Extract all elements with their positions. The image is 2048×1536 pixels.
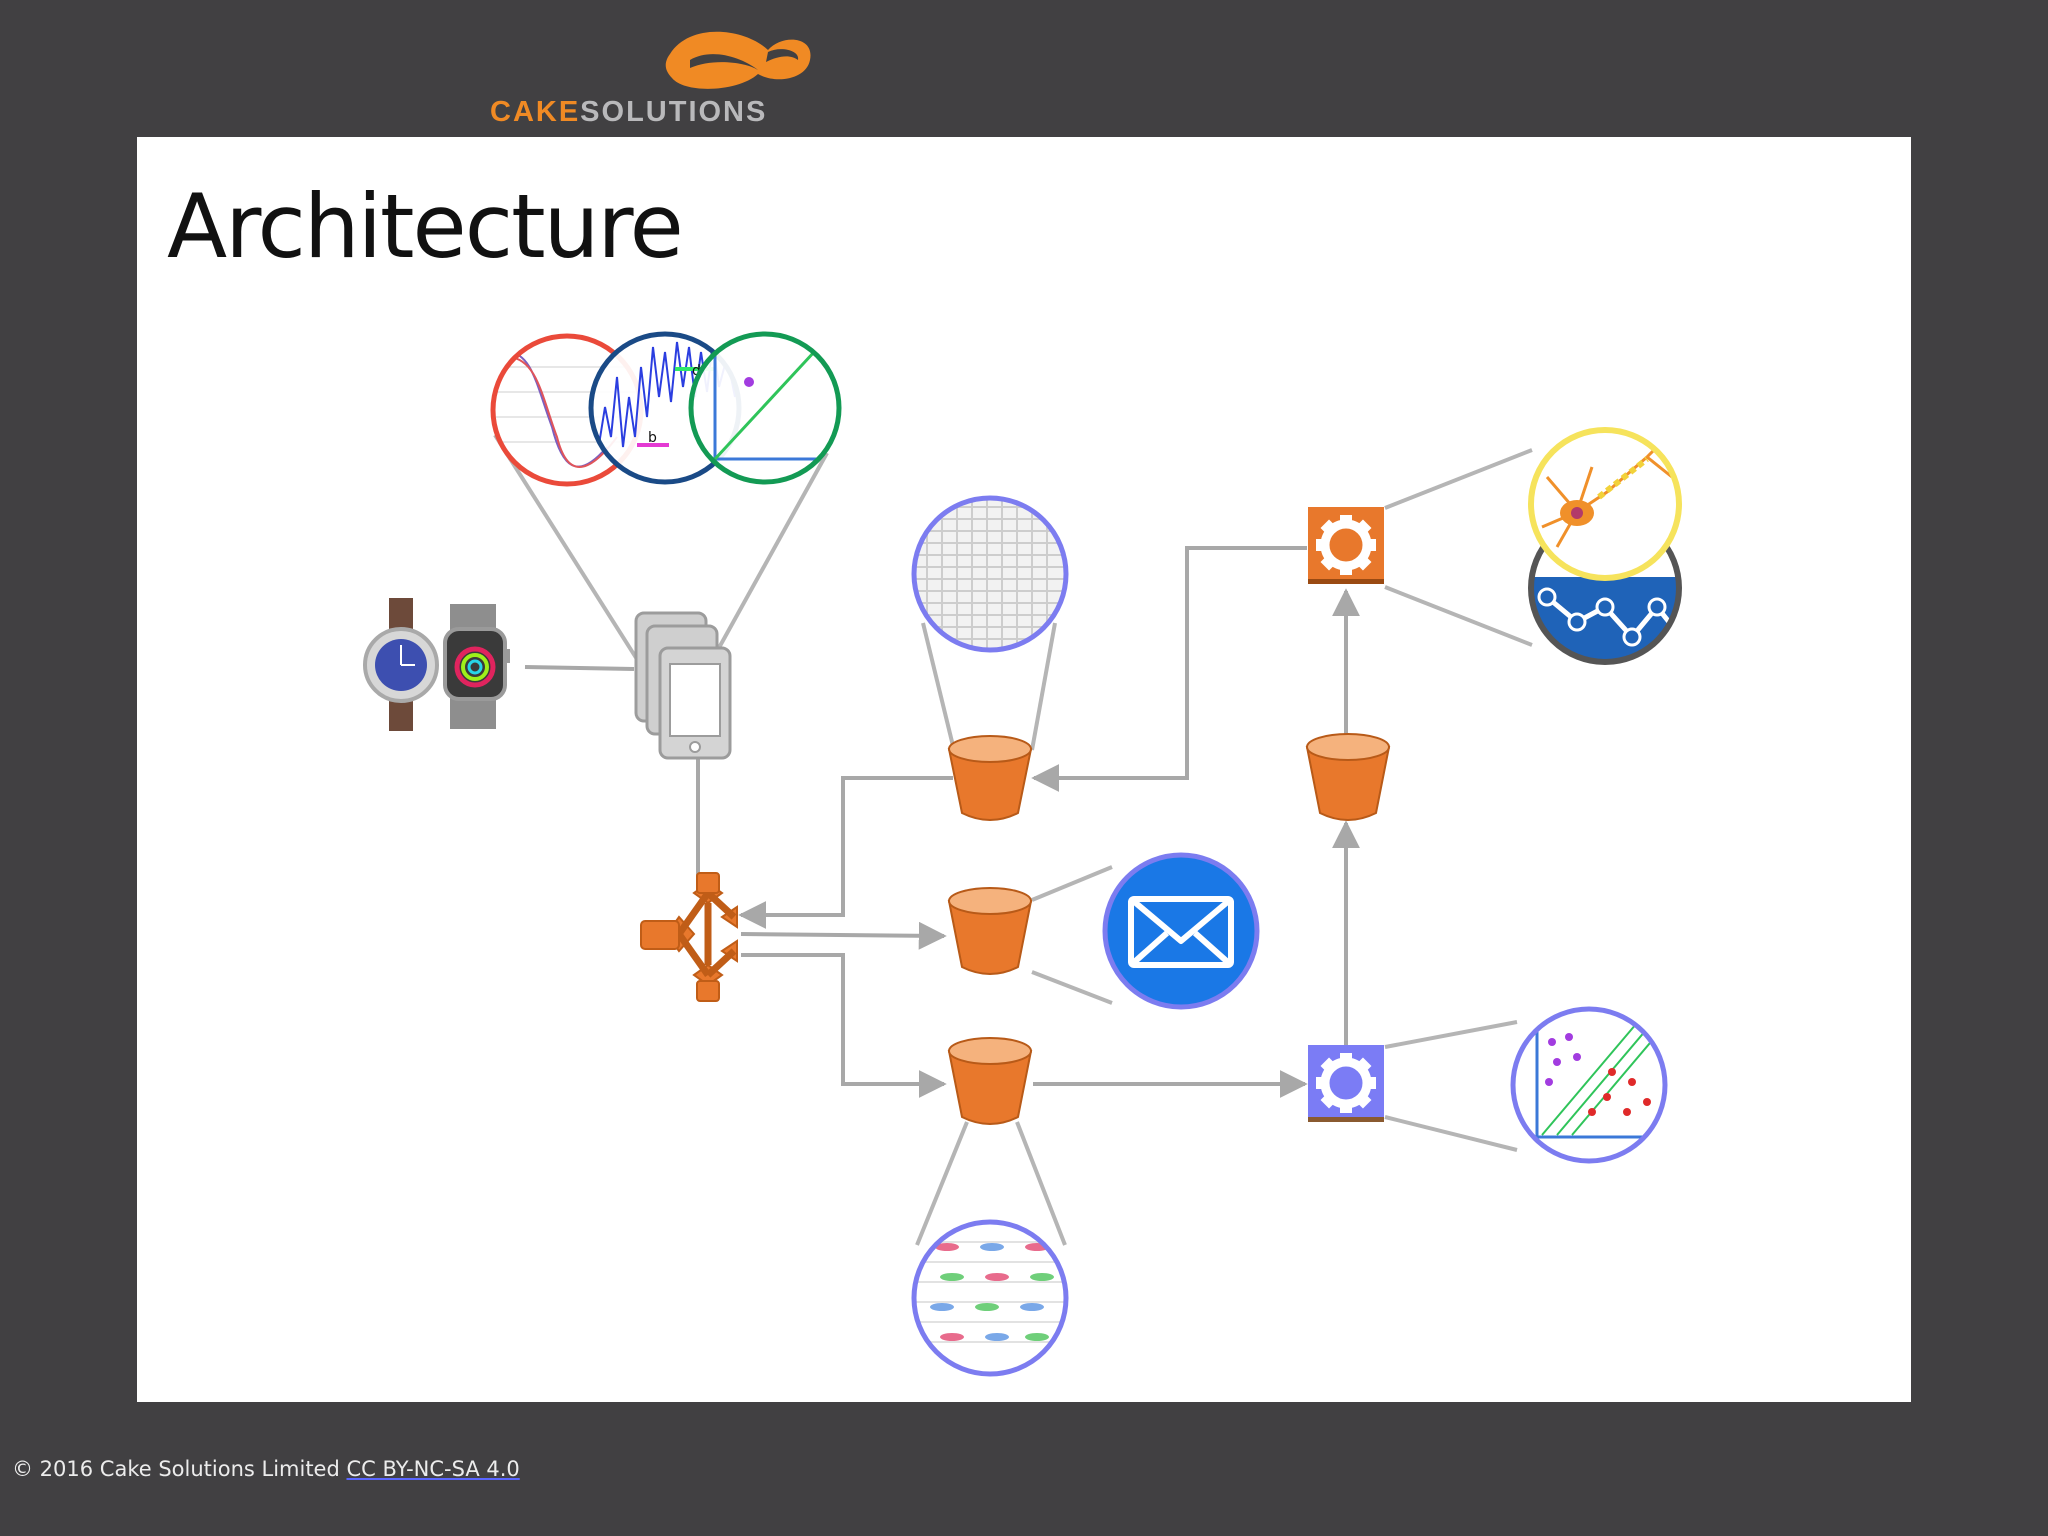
signal-chart-icon xyxy=(688,331,842,485)
edge-watches-mobile xyxy=(524,665,635,671)
neuron-icon xyxy=(1541,435,1673,548)
s3-bucket-icon xyxy=(947,1037,1033,1125)
aws-router-icon xyxy=(640,872,738,1002)
signal-processing-charts: b d xyxy=(490,331,842,487)
license-link[interactable]: CC BY-NC-SA 4.0 xyxy=(346,1457,520,1481)
bucket-top xyxy=(947,735,1033,821)
footer-copyright: © 2016 Cake Solutions Limited CC BY-NC-S… xyxy=(12,1457,520,1481)
data-matrix xyxy=(911,495,1069,653)
s3-bucket-icon xyxy=(1305,733,1391,821)
edge-router-bucket-middle xyxy=(740,921,947,950)
data-grid-icon xyxy=(911,495,1069,653)
logo-text-cake: CAKE xyxy=(490,96,581,128)
edge-compute-upper-bucket-top xyxy=(1031,546,1307,792)
s3-bucket-icon xyxy=(947,735,1033,821)
distribution-icon xyxy=(911,1219,1069,1377)
bucket-middle xyxy=(947,887,1033,975)
bucket-bottom xyxy=(947,1037,1033,1125)
cake-logo-icon xyxy=(665,31,811,89)
svg-text:d: d xyxy=(692,363,701,379)
svg-text:b: b xyxy=(648,430,657,446)
copyright-text: © 2016 Cake Solutions Limited xyxy=(12,1457,347,1481)
router xyxy=(640,872,738,1002)
bucket-right xyxy=(1305,733,1391,821)
compute-upper xyxy=(1308,507,1384,584)
envelope-icon xyxy=(1128,896,1234,968)
flow-connectors xyxy=(524,546,1360,1098)
neural-network xyxy=(1528,427,1682,665)
mobile-devices: mobile-phone-icon xyxy=(634,611,732,760)
email-notification xyxy=(1102,852,1260,1010)
lens-connectors xyxy=(493,433,1533,1246)
classifier-plot xyxy=(1510,1006,1668,1164)
slide-title: Architecture xyxy=(167,175,684,278)
cake-solutions-logo: CAKESOLUTIONS xyxy=(490,22,820,132)
smartwatch-icon-round xyxy=(363,598,439,731)
architecture-diagram: mobile-phone-icon b xyxy=(363,331,1682,1377)
wearable-watches xyxy=(363,598,510,731)
s3-bucket-icon xyxy=(947,887,1033,975)
edge-router-bucket-bottom xyxy=(741,953,947,1098)
distribution-data xyxy=(911,1219,1069,1377)
smartwatch-icon-square xyxy=(443,604,510,729)
compute-lower xyxy=(1308,1045,1384,1122)
edge-bucket-top-router xyxy=(738,776,953,929)
logo-text-solutions: SOLUTIONS xyxy=(580,96,768,128)
slide-canvas: Architecture xyxy=(137,137,1911,1402)
logo-wordmark: CAKESOLUTIONS xyxy=(490,96,767,129)
